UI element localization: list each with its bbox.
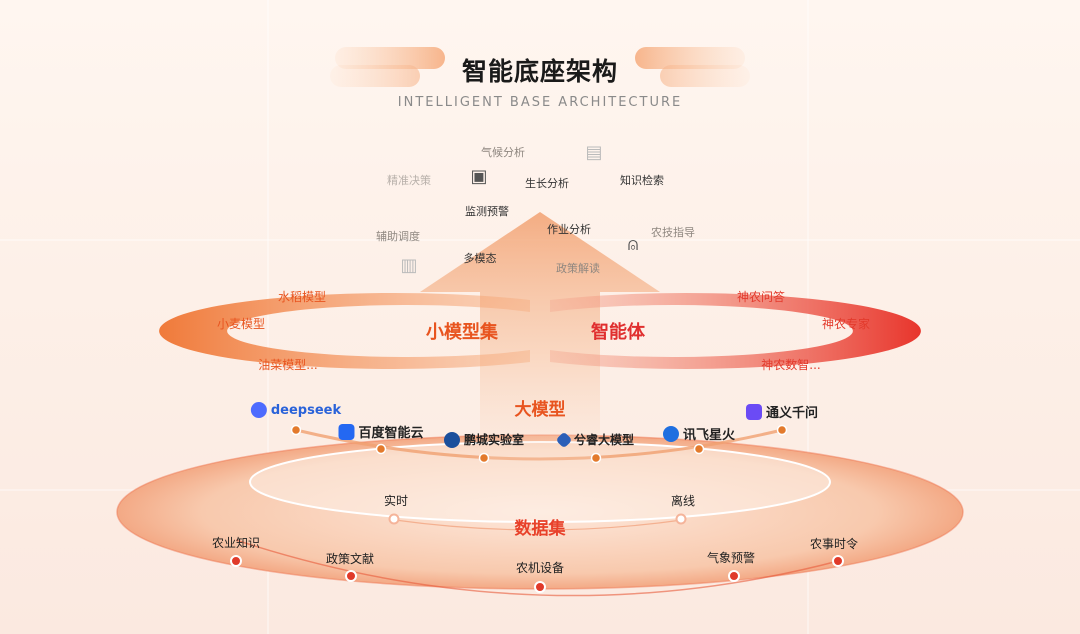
small-model-set-label: 小模型集 [426, 322, 498, 343]
xirui-logo-icon [555, 431, 573, 448]
dataset-policy-docs: 政策文献 [325, 552, 375, 566]
dataset-agri-machinery: 农机设备 [515, 561, 565, 575]
brand-baidu-cloud: 百度智能云 [338, 422, 424, 441]
brand-pengcheng-label: 鹏城实验室 [463, 433, 525, 447]
dataset-offline: 离线 [670, 494, 696, 508]
big-model-label: 大模型 [514, 400, 566, 420]
app-dispatch-assist: 辅助调度 [376, 230, 420, 243]
app-knowledge-retrieval: 知识检索 [620, 174, 664, 187]
app-agri-guidance: 农技指导 [651, 226, 695, 239]
agent-digital: 神农数智... [761, 358, 821, 372]
dataset-realtime: 实时 [383, 494, 409, 508]
brand-baidu-cloud-label: 百度智能云 [358, 426, 424, 441]
dataset-weather-alert: 气象预警 [706, 551, 756, 565]
alarm-icon: ⍝ [627, 234, 639, 255]
deepseek-logo-icon [250, 402, 267, 418]
brand-deepseek-label: deepseek [270, 402, 342, 418]
tongyi-logo-icon [745, 403, 762, 420]
app-climate-analysis: 气候分析 [481, 146, 525, 159]
bar-chart-icon: ▥ [400, 255, 418, 276]
brand-tongyi-qianwen: 通义千问 [745, 402, 819, 421]
document-icon: ▤ [585, 142, 603, 163]
small-model-rice: 水稻模型 [277, 290, 327, 304]
agent-label: 智能体 [591, 322, 645, 343]
app-growth-analysis: 生长分析 [525, 177, 569, 190]
page-title: 智能底座架构 [461, 57, 618, 86]
brand-tongyi-label: 通义千问 [765, 406, 819, 421]
page-subtitle: INTELLIGENT BASE ARCHITECTURE [397, 95, 683, 110]
agent-qa: 神农问答 [736, 290, 786, 304]
app-precision-decision: 精准决策 [387, 174, 431, 187]
app-policy-interpretation: 政策解读 [556, 262, 600, 275]
app-multimodal: 多模态 [463, 252, 497, 265]
brand-deepseek: deepseek [250, 402, 342, 418]
big-model-dots [290, 424, 788, 464]
brand-iflytek-spark: 讯飞星火 [662, 424, 736, 443]
dataset-dots [230, 513, 844, 593]
brand-xirui-label: 兮睿大模型 [573, 433, 635, 447]
dataset-agri-knowledge: 农业知识 [211, 536, 261, 550]
brand-pengcheng-lab: 鹏城实验室 [443, 431, 525, 448]
app-monitoring-alert: 监测预警 [465, 205, 509, 218]
brand-iflytek-label: 讯飞星火 [682, 428, 736, 443]
dataset-label: 数据集 [514, 519, 566, 539]
baidu-cloud-logo-icon [338, 423, 355, 440]
small-model-rapeseed: 油菜模型... [258, 358, 318, 372]
brand-xirui-model: 兮睿大模型 [555, 431, 635, 448]
app-operation-analysis: 作业分析 [547, 223, 591, 236]
presentation-icon: ▣ [470, 166, 488, 187]
small-model-wheat: 小麦模型 [216, 317, 266, 331]
agent-expert: 神农专家 [821, 317, 871, 331]
dataset-farming-season: 农事时令 [809, 537, 859, 551]
iflytek-logo-icon [662, 425, 679, 442]
pengcheng-logo-icon [443, 431, 460, 448]
